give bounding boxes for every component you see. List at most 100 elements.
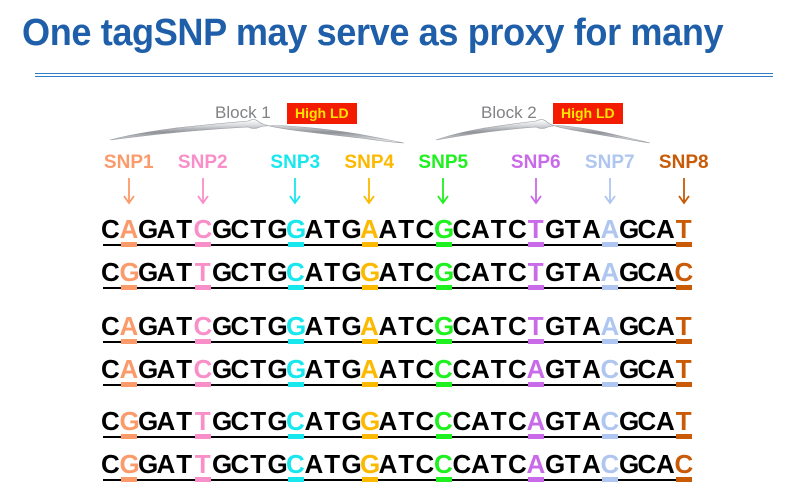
base: A xyxy=(378,449,398,479)
snp-underline-snp3 xyxy=(287,242,304,247)
snp-underline-snp3 xyxy=(287,382,304,387)
base: G xyxy=(619,354,640,384)
base: G xyxy=(267,406,288,436)
snp-base-snp4: A xyxy=(360,354,379,384)
title-divider xyxy=(35,73,773,77)
snp-base-snp3: G xyxy=(286,214,307,244)
snp-underline-snp8 xyxy=(676,477,692,482)
base: C xyxy=(508,311,527,341)
snp-base-snp2: T xyxy=(194,449,211,479)
snp-underline-snp1 xyxy=(121,382,137,387)
snp-underline-snp4 xyxy=(361,242,378,247)
snp-underline-snp1 xyxy=(121,285,137,290)
base: T xyxy=(490,311,507,341)
base: A xyxy=(582,354,601,384)
snp-base-snp6: A xyxy=(526,354,546,384)
snp-base-snp7: C xyxy=(600,449,620,479)
base: G xyxy=(619,449,640,479)
base: A xyxy=(582,214,601,244)
base: T xyxy=(176,214,193,244)
base: A xyxy=(582,406,601,436)
base: A xyxy=(471,257,490,287)
base: C xyxy=(508,406,527,436)
base: T xyxy=(398,214,415,244)
base: G xyxy=(619,257,640,287)
snp-underline-snp1 xyxy=(121,434,137,439)
snp-underline-snp5 xyxy=(435,382,452,387)
base: G xyxy=(341,257,362,287)
snp-base-snp5: C xyxy=(434,449,453,479)
base: C xyxy=(452,406,472,436)
snp-underline-snp8 xyxy=(676,382,692,387)
base: A xyxy=(156,449,176,479)
snp-base-snp4: G xyxy=(360,257,381,287)
snp-base-snp4: G xyxy=(360,406,381,436)
base: C xyxy=(230,214,250,244)
snp-underline-snp1 xyxy=(121,242,137,247)
base: C xyxy=(452,311,472,341)
base: G xyxy=(267,311,288,341)
snp-base-snp8: T xyxy=(675,406,692,436)
base: A xyxy=(304,449,324,479)
snp-base-snp2: C xyxy=(193,214,213,244)
base: T xyxy=(176,311,193,341)
base: T xyxy=(564,214,581,244)
base: T xyxy=(250,354,267,384)
snp-underline-snp6 xyxy=(528,242,544,247)
base: T xyxy=(324,449,341,479)
snp-base-snp2: C xyxy=(193,311,213,341)
sequence-underline xyxy=(103,436,691,438)
base: A xyxy=(156,257,176,287)
snp-arrow-1 xyxy=(123,178,135,205)
snp-base-snp1: A xyxy=(119,311,139,341)
base: C xyxy=(415,257,435,287)
snp-underline-snp2 xyxy=(195,382,211,387)
base: T xyxy=(490,257,507,287)
snp-underline-snp7 xyxy=(602,434,618,439)
sequence-underline xyxy=(103,479,691,481)
snp-underline-snp3 xyxy=(287,477,304,482)
base: T xyxy=(176,449,193,479)
block-1-ld-badge: High LD xyxy=(287,103,357,124)
base: C xyxy=(637,354,657,384)
snp-base-snp7: A xyxy=(600,214,620,244)
base: C xyxy=(637,449,657,479)
snp-base-snp8: T xyxy=(675,214,692,244)
snp-base-snp5: G xyxy=(434,257,455,287)
base: A xyxy=(304,354,324,384)
base: T xyxy=(176,406,193,436)
snp-base-snp8: C xyxy=(674,257,694,287)
base: G xyxy=(212,311,233,341)
base: A xyxy=(156,354,176,384)
base: A xyxy=(378,354,398,384)
base: C xyxy=(452,257,472,287)
snp-label-4: SNP4 xyxy=(344,152,395,173)
snp-base-snp8: C xyxy=(674,449,694,479)
snp-underline-snp3 xyxy=(287,434,304,439)
block-2-brace xyxy=(435,119,651,144)
snp-underline-snp8 xyxy=(676,339,692,344)
base: G xyxy=(138,214,159,244)
base: A xyxy=(471,311,490,341)
base: T xyxy=(398,257,415,287)
base: C xyxy=(415,311,435,341)
base: T xyxy=(324,257,341,287)
base: C xyxy=(508,354,527,384)
base: C xyxy=(101,214,120,244)
base: G xyxy=(212,449,233,479)
base: G xyxy=(267,354,288,384)
sequence-underline xyxy=(103,287,691,289)
base: C xyxy=(101,257,120,287)
base: A xyxy=(656,257,675,287)
snp-arrow-2 xyxy=(197,178,209,205)
base: A xyxy=(304,406,324,436)
snp-underline-snp7 xyxy=(602,477,618,482)
snp-base-snp1: G xyxy=(119,406,140,436)
base: A xyxy=(582,257,601,287)
page-title: One tagSNP may serve as proxy for many xyxy=(22,12,724,54)
base: C xyxy=(101,406,120,436)
base: G xyxy=(341,354,362,384)
base: G xyxy=(138,311,159,341)
base: A xyxy=(156,406,176,436)
